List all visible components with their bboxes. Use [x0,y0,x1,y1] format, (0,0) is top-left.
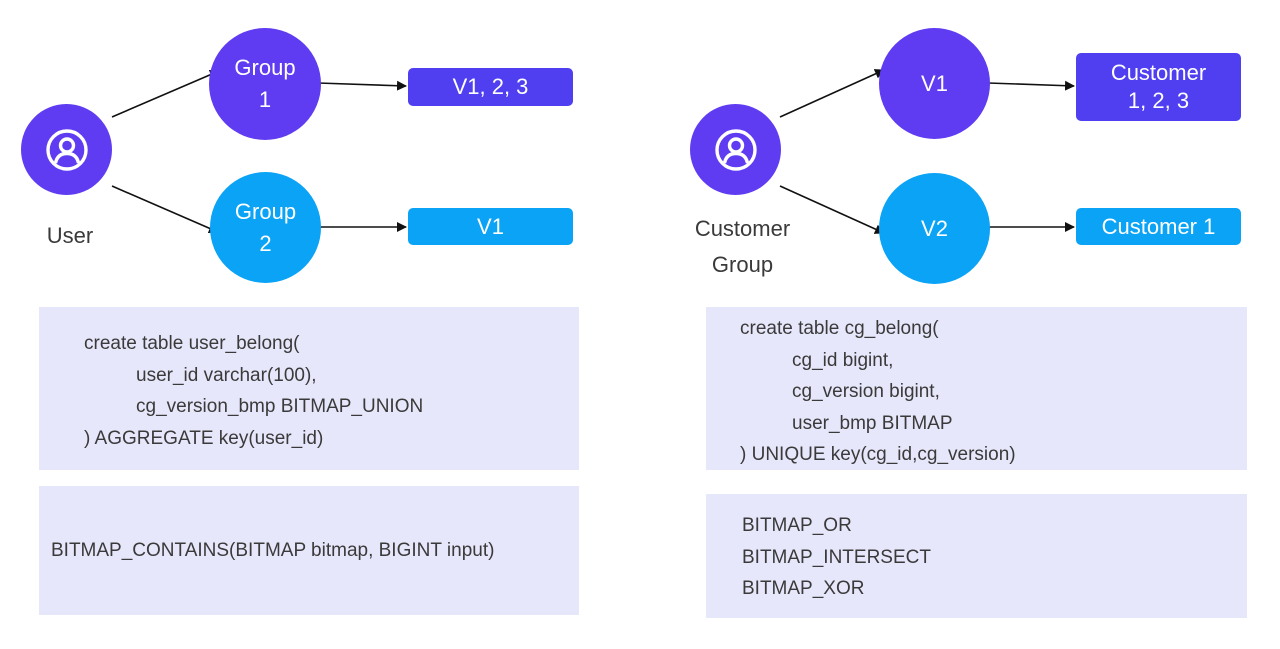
customer-group-label-line2: Group [711,252,774,277]
code-line: ) AGGREGATE key(user_id) [84,427,324,449]
customer-group-node [690,104,781,195]
version-v1-node: V1 [879,28,990,139]
user-icon [45,128,88,171]
code-line: cg_version bigint, [792,381,940,402]
code-line: user_bmp BITMAP [792,412,953,434]
versions-box-group1-label: V1, 2, 3 [452,74,529,99]
version-v1-label: V1 [921,70,948,96]
version-v2-label: V2 [921,215,948,241]
user-icon [714,128,757,171]
arrow-v1-to-box [987,80,1075,91]
arrow-user-to-group1 [111,69,220,118]
function-item: BITMAP_INTERSECT [742,546,931,568]
customers-box-v1-line1: Customer [1110,60,1207,85]
cg-belong-table-code: create table cg_belong( cg_id bigint, cg… [706,307,1247,470]
version-v2-node: V2 [879,173,990,284]
customer-group-label-line1: Customer [694,216,791,241]
code-line: create table cg_belong( [740,318,939,339]
customers-box-v2: Customer 1 [1076,208,1241,245]
group-1-title: Group [234,55,296,80]
versions-box-group2: V1 [408,208,573,245]
group-1-number: 1 [258,87,272,112]
function-item: BITMAP_XOR [742,578,865,599]
arrow-user-to-group2 [111,185,219,234]
versions-box-group1: V1, 2, 3 [408,68,573,106]
function-item: BITMAP_OR [742,515,852,536]
user-label: User [46,223,94,248]
bitmap-contains-panel: BITMAP_CONTAINS(BITMAP bitmap, BIGINT in… [39,486,579,615]
user-belong-table-code: create table user_belong( user_id varcha… [39,307,579,470]
group-2-number: 2 [259,230,272,256]
code-line: create table user_belong( [84,333,300,354]
code-line: cg_id bigint, [792,349,894,371]
group-2-title: Group [234,198,297,224]
arrow-group1-to-box [317,80,407,91]
customers-box-v1: Customer 1, 2, 3 [1076,53,1241,121]
code-line: ) UNIQUE key(cg_id,cg_version) [740,444,1016,465]
arrow-cg-to-v1 [779,69,885,118]
bitmap-contains-text: BITMAP_CONTAINS(BITMAP bitmap, BIGINT in… [51,540,495,561]
customers-box-v1-line2: 1, 2, 3 [1127,88,1190,113]
versions-box-group2-label: V1 [477,213,504,239]
customers-box-v2-label: Customer 1 [1101,213,1216,239]
code-line: user_id varchar(100), [136,364,317,386]
customer-group-label: Customer Group [670,211,815,283]
group-2-node: Group 2 [210,172,321,283]
user-node [21,104,112,195]
bitmap-functions-panel: BITMAP_OR BITMAP_INTERSECT BITMAP_XOR [706,494,1247,618]
code-line: cg_version_bmp BITMAP_UNION [136,396,424,417]
group-1-node: Group 1 [209,28,321,140]
